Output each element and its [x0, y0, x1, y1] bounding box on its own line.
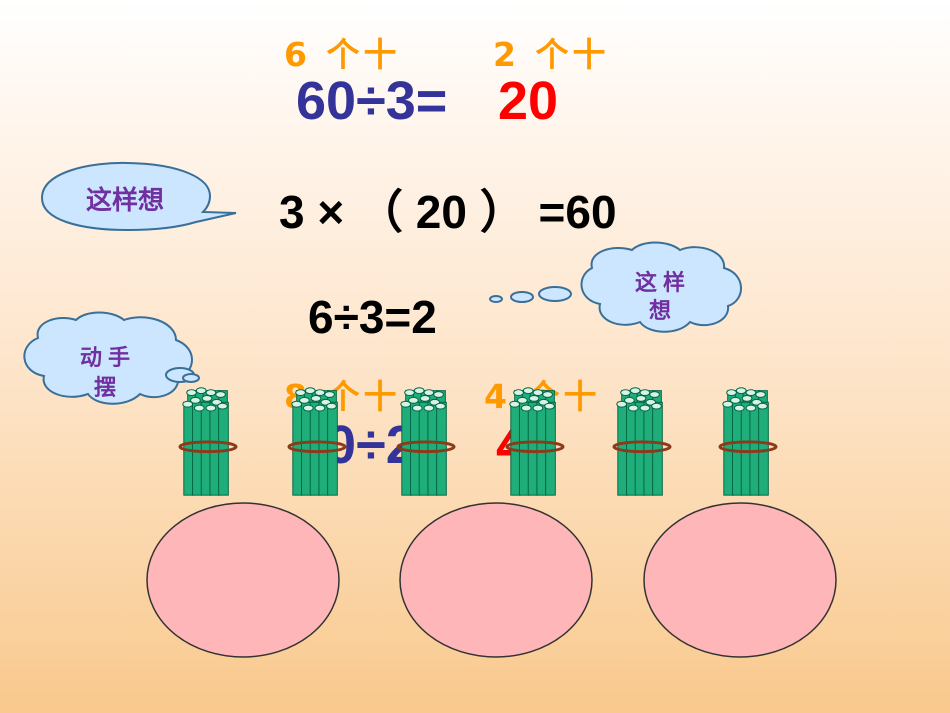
top-right-tens-label: 2 个十: [493, 35, 610, 74]
stick-bundle-1[interactable]: [178, 380, 238, 500]
stick-bundle-3[interactable]: [396, 380, 456, 500]
think-bubble-2-line1: 这样: [634, 271, 691, 296]
think-bubble-2-line2: 想: [648, 299, 677, 324]
think-bubble-2-text: 这样 想: [608, 270, 718, 326]
hands-on-bubble-text: 动手 摆: [58, 344, 158, 404]
plate-3[interactable]: [643, 502, 837, 658]
hands-on-bubble-line1: 动手: [79, 346, 136, 371]
top-division-expression: 60÷3=: [296, 71, 448, 131]
think-bubble-1-text: 这样想: [85, 186, 164, 216]
check-multiplication-equation: 3 × （ 20 ） =60: [279, 186, 617, 238]
stick-bundle-4[interactable]: [505, 380, 565, 500]
stick-bundle-6[interactable]: [718, 380, 778, 500]
sub-division-equation: 6÷3=2: [308, 291, 437, 343]
plate-2[interactable]: [399, 502, 593, 658]
top-left-tens-label: 6 个十: [284, 35, 401, 74]
plate-1[interactable]: [146, 502, 340, 658]
stick-bundle-5[interactable]: [612, 380, 672, 500]
hands-on-bubble-line2: 摆: [93, 376, 122, 401]
top-division-answer: 20: [498, 71, 559, 131]
stick-bundle-2[interactable]: [287, 380, 347, 500]
